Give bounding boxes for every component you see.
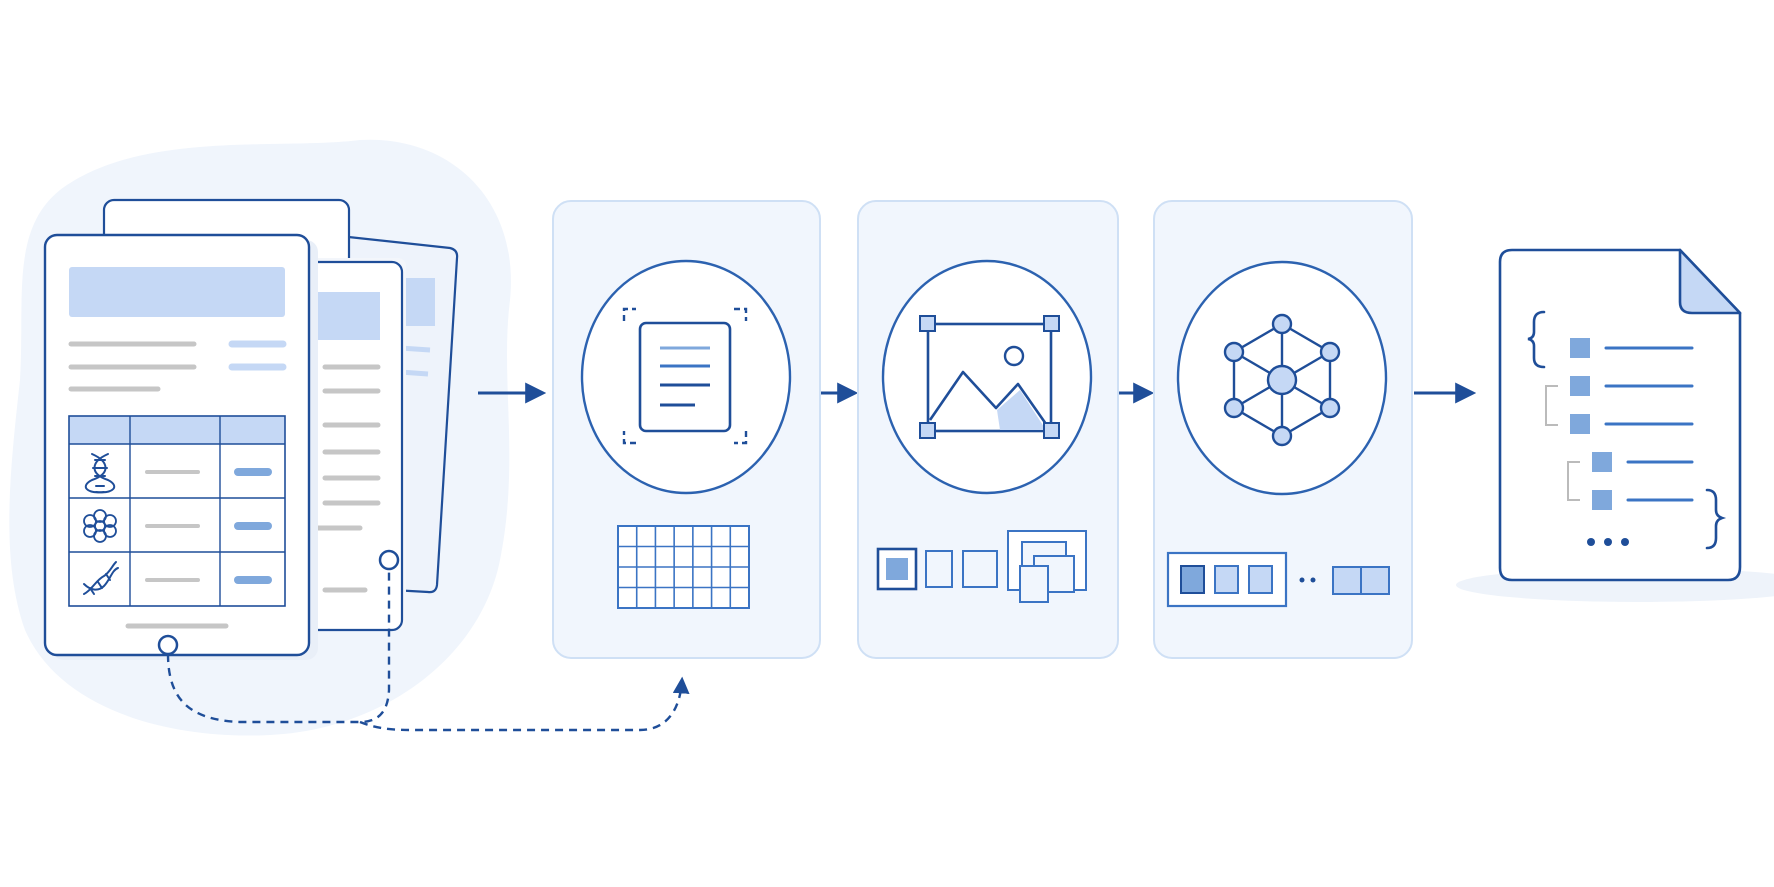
ellipsis-dot (1621, 538, 1629, 546)
grid-icon (617, 525, 750, 609)
stage-layout-detection (552, 200, 821, 659)
token-sequence-icon (1166, 551, 1390, 608)
list-item-marker (1592, 490, 1612, 510)
stage-image-extraction (857, 200, 1119, 659)
dna-strand-icon (83, 561, 119, 595)
network-graph-icon (1223, 313, 1341, 447)
list-item-marker (1570, 414, 1590, 434)
ellipsis-dot (1604, 538, 1612, 546)
ellipsis-icon (1587, 538, 1629, 546)
page-header-block (69, 267, 285, 317)
close-brace-icon (1705, 488, 1727, 550)
page-anchor-point (157, 634, 179, 656)
document-page-front (43, 233, 318, 660)
list-item-marker (1570, 376, 1590, 396)
dashed-feedback-arrow (166, 569, 690, 732)
output-list (1570, 338, 1694, 510)
ellipsis-dot (1587, 538, 1595, 546)
open-brace-icon (1527, 310, 1546, 369)
page-anchor-point (378, 549, 400, 571)
flower-icon (83, 509, 117, 543)
document-scan-icon (622, 307, 748, 445)
page-table (68, 415, 286, 607)
patch-sequence-icon (876, 530, 1087, 603)
image-frame-icon (919, 315, 1060, 439)
structured-document-icon (1456, 248, 1774, 602)
list-item-marker (1570, 338, 1590, 358)
dna-icon (84, 453, 116, 494)
list-item-marker (1592, 452, 1612, 472)
stage-graph-encoding (1153, 200, 1413, 659)
